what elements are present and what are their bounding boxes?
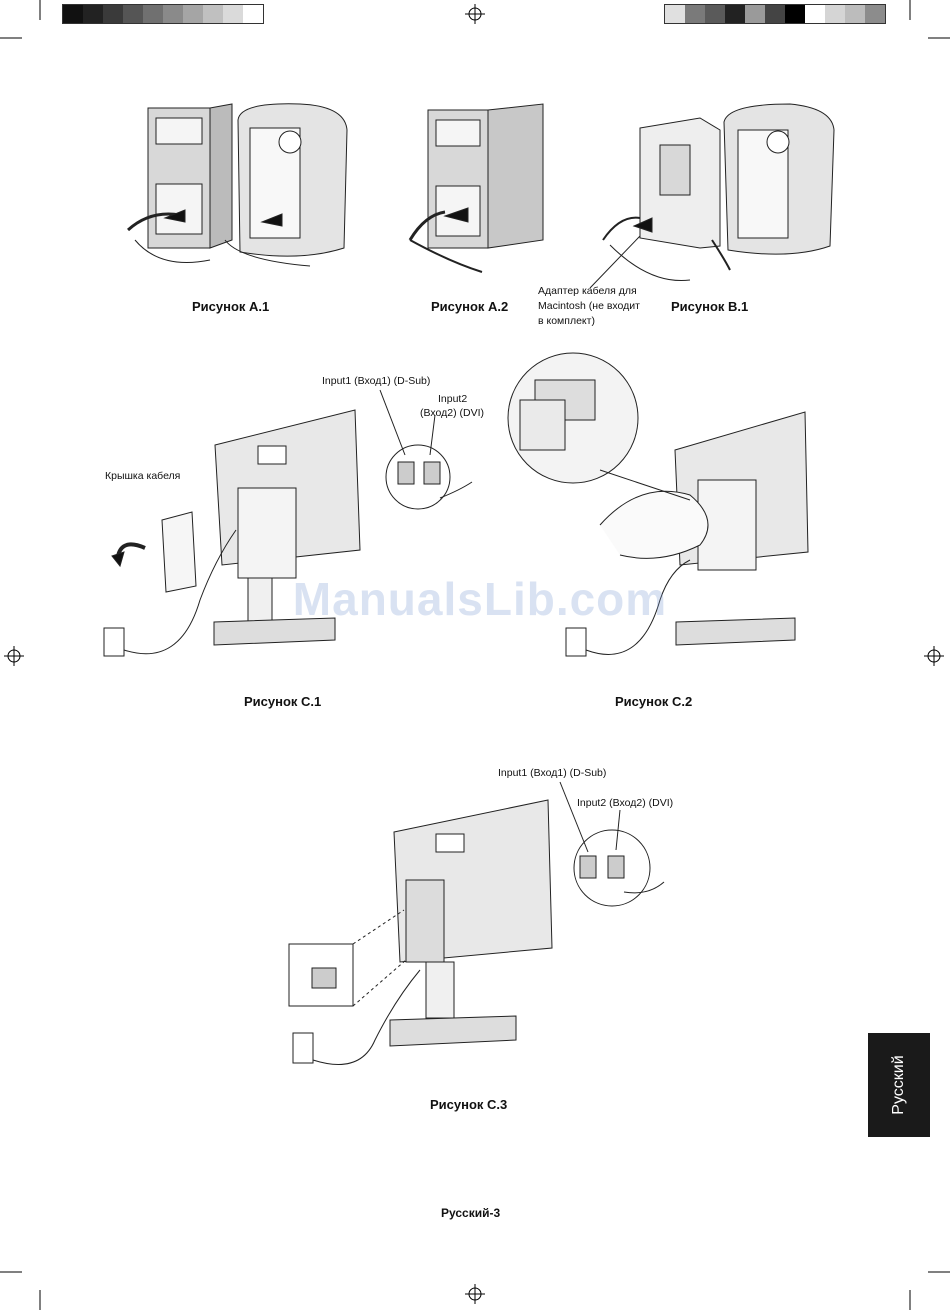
c3-input1-label: Input1 (Вход1) (D-Sub) (498, 766, 606, 781)
c1-input2-label-line2: (Вход2) (DVI) (420, 406, 484, 421)
registration-mark-bottom (465, 1284, 485, 1304)
mac-adapter-note-line1: Адаптер кабеля для (538, 284, 640, 299)
figure-a1-drawing (128, 104, 347, 266)
figure-c2-caption: Рисунок C.2 (615, 694, 692, 709)
figure-b1-caption: Рисунок B.1 (671, 299, 748, 314)
figure-a2-caption: Рисунок A.2 (431, 299, 508, 314)
registration-mark-left (4, 646, 24, 666)
c1-input1-label: Input1 (Вход1) (D-Sub) (322, 374, 430, 389)
language-tab: Русский (868, 1033, 930, 1137)
figure-a2-drawing (410, 104, 543, 272)
watermark: ManualsLib.com (250, 572, 710, 626)
c3-input2-label: Input2 (Вход2) (DVI) (577, 796, 673, 811)
c1-input2-label-line1: Input2 (438, 392, 467, 407)
mac-adapter-note-line2: Macintosh (не входит (538, 299, 640, 314)
page-number: Русский-3 (441, 1206, 500, 1220)
language-tab-label: Русский (890, 1055, 908, 1114)
figure-c3-caption: Рисунок C.3 (430, 1097, 507, 1112)
figure-a1-caption: Рисунок A.1 (192, 299, 269, 314)
figure-c1-caption: Рисунок C.1 (244, 694, 321, 709)
figure-b1-drawing (590, 104, 834, 288)
figure-c3-drawing (289, 782, 664, 1065)
cable-cover-label: Крышка кабеля (105, 469, 180, 484)
mac-adapter-note-line3: в комплект) (538, 314, 640, 329)
registration-mark-right (924, 646, 944, 666)
mac-adapter-note: Адаптер кабеля для Macintosh (не входит … (538, 284, 640, 329)
registration-mark-top (465, 4, 485, 24)
